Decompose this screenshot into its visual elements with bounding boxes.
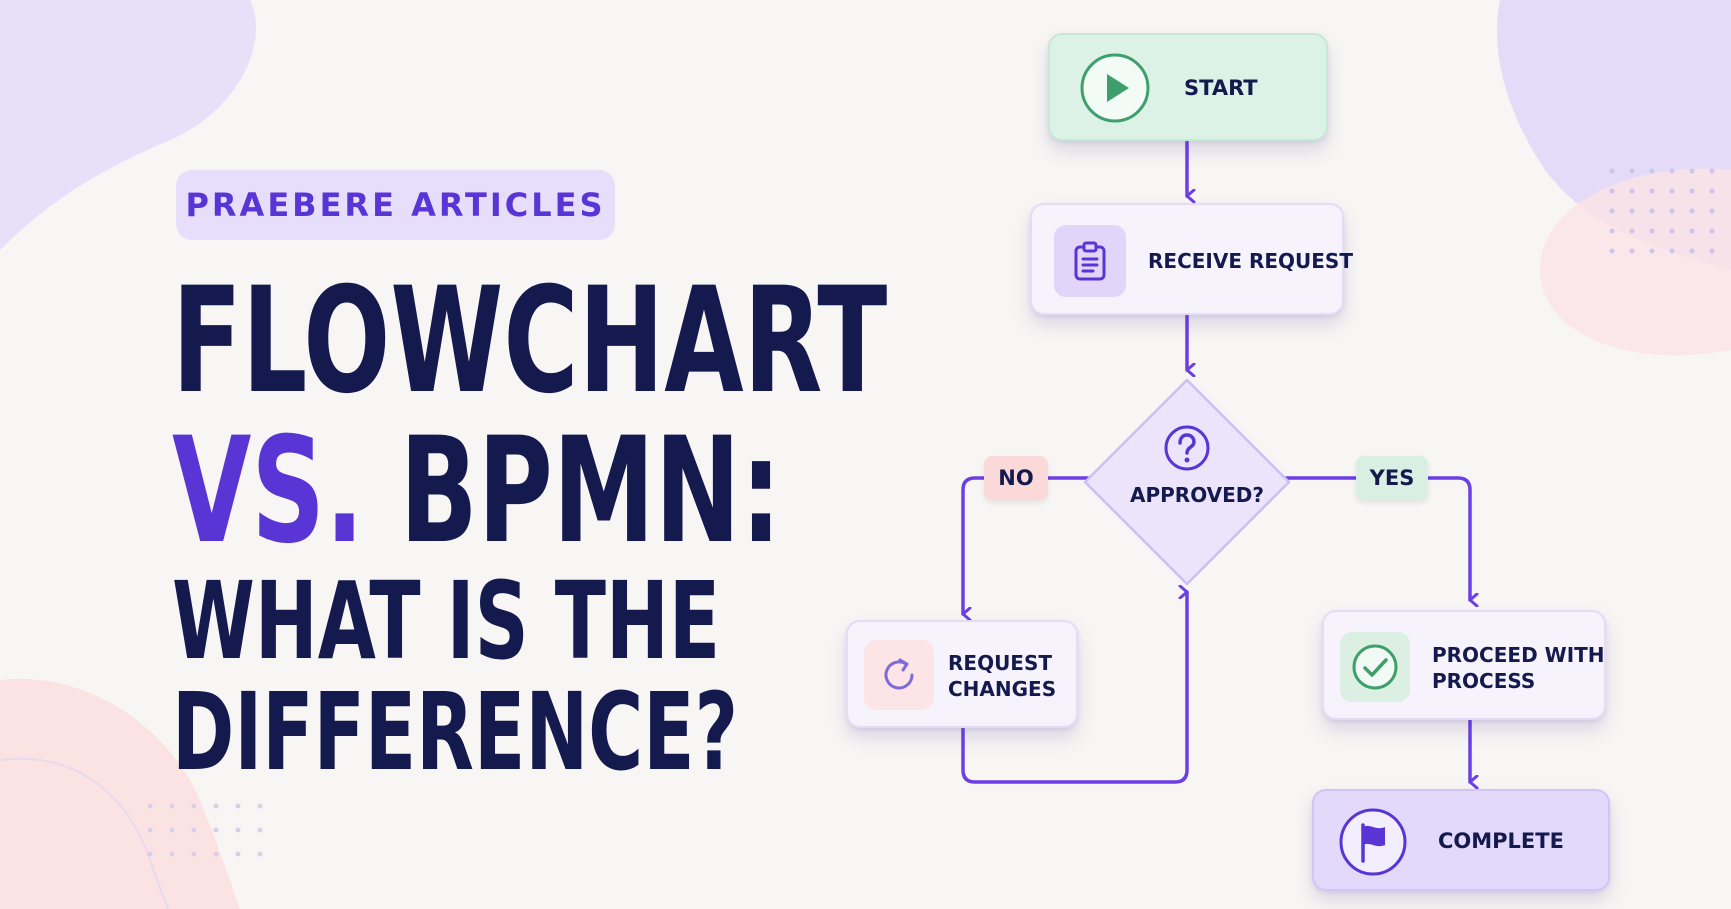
- complete-label: COMPLETE: [1438, 829, 1564, 853]
- flag-icon: [1338, 807, 1408, 881]
- title-line-3: WHAT IS THE: [172, 560, 721, 684]
- title-line-2: VS. BPMN:: [172, 418, 782, 564]
- complete-node: COMPLETE: [1312, 789, 1610, 891]
- request-changes-node: REQUEST CHANGES: [846, 620, 1078, 728]
- yes-tag: YES: [1356, 456, 1428, 500]
- title-line-1: FLOWCHART: [172, 256, 888, 426]
- clipboard-icon: [1054, 225, 1126, 297]
- decision-diamond: [1083, 378, 1291, 586]
- connector-loop-back: [961, 592, 1189, 784]
- connector-yes-branch: [1284, 476, 1470, 600]
- start-node: START: [1048, 33, 1328, 141]
- request-changes-label-1: REQUEST: [948, 651, 1053, 675]
- receive-request-node: RECEIVE REQUEST: [1030, 203, 1353, 315]
- receive-request-label: RECEIVE REQUEST: [1148, 249, 1353, 273]
- proceed-label-2: PROCESS: [1432, 669, 1536, 693]
- title-accent: VS.: [172, 406, 365, 576]
- proceed-node: PROCEED WITH PROCESS: [1322, 610, 1606, 720]
- decision-label: APPROVED?: [1130, 483, 1265, 507]
- no-tag: NO: [984, 456, 1048, 500]
- check-circle-icon: [1340, 632, 1410, 702]
- proceed-label-1: PROCEED WITH: [1432, 643, 1605, 667]
- request-changes-label-2: CHANGES: [948, 677, 1057, 701]
- brand-pill: PRAEBERE ARTICLES: [176, 170, 615, 240]
- refresh-icon: [864, 640, 934, 710]
- title-line-4: DIFFERENCE?: [172, 671, 739, 795]
- play-icon: [1079, 52, 1151, 128]
- brand-label: PRAEBERE ARTICLES: [185, 186, 606, 224]
- start-label: START: [1184, 76, 1258, 100]
- question-icon: [1163, 424, 1211, 476]
- connector-no-branch: [961, 476, 1092, 614]
- title-line-2-rest: BPMN:: [399, 406, 782, 576]
